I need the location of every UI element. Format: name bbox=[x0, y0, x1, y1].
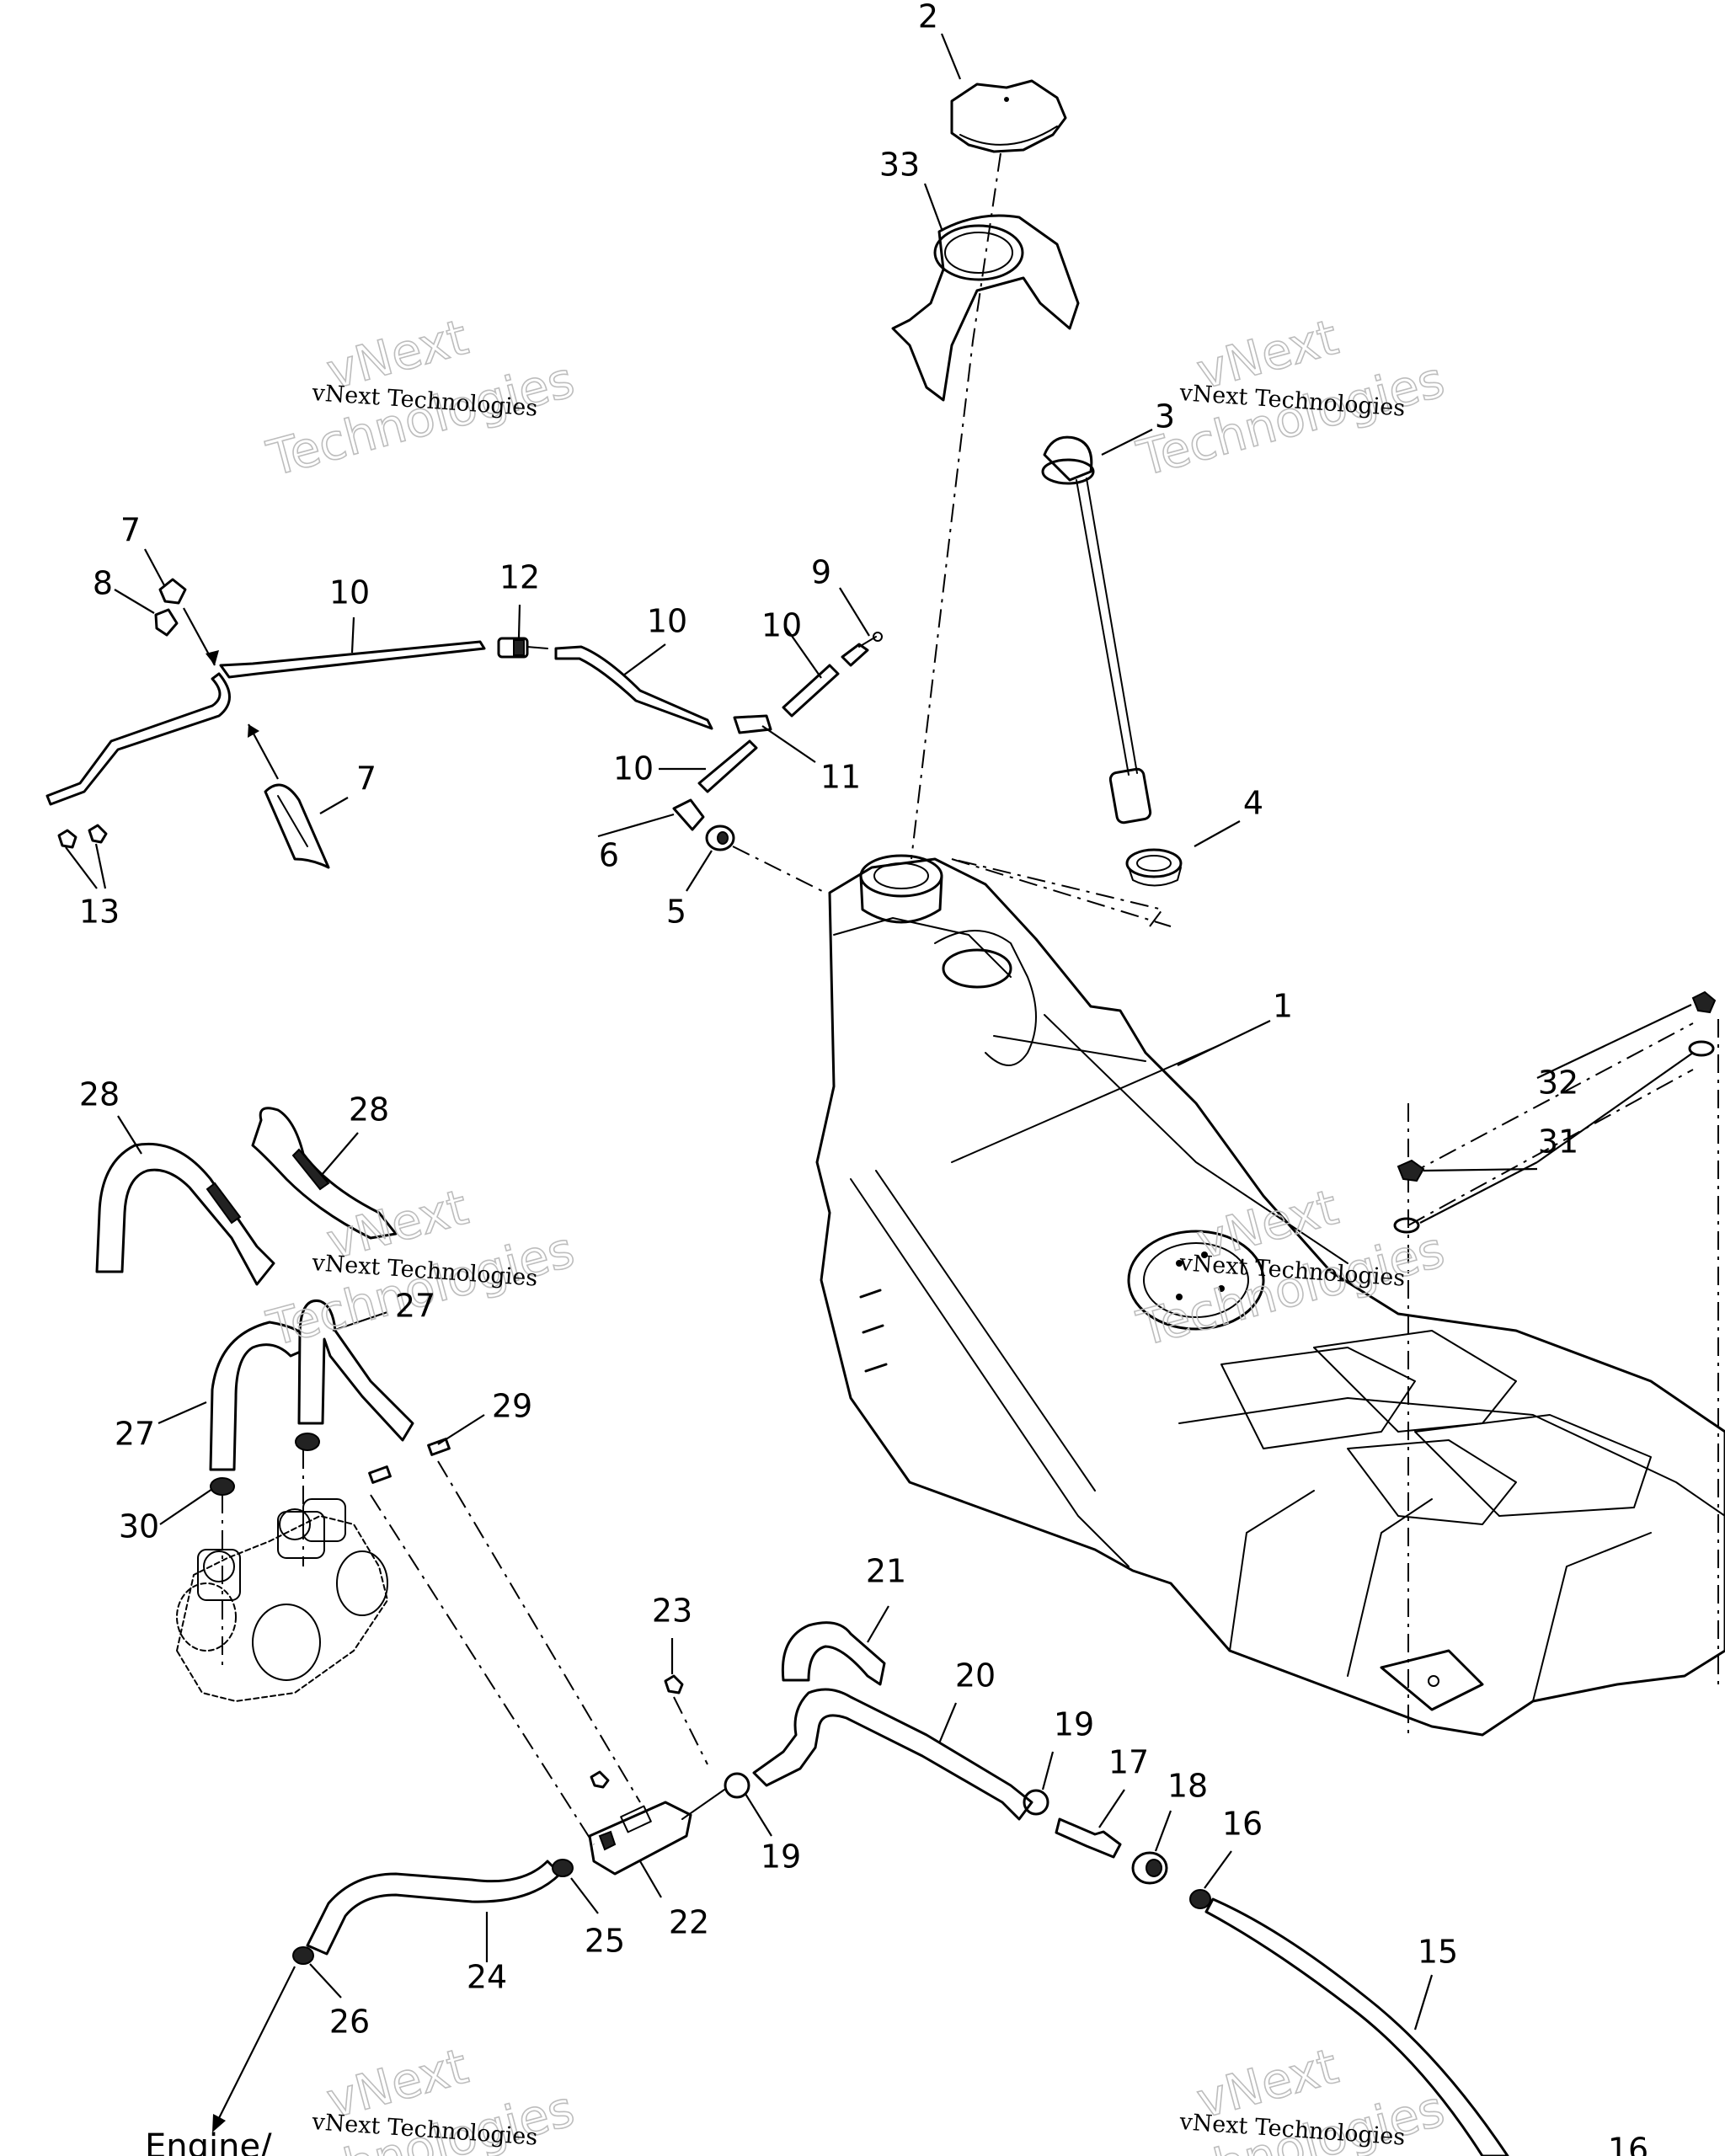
callout-11: 11 bbox=[820, 759, 861, 796]
callout-1: 1 bbox=[1273, 988, 1293, 1025]
callout-16: 16 bbox=[1222, 1806, 1263, 1843]
callout-12: 12 bbox=[499, 559, 540, 596]
callout-10: 10 bbox=[613, 750, 654, 787]
callout-30: 30 bbox=[119, 1508, 159, 1545]
carburetor-assembly bbox=[95, 1107, 414, 1702]
callout-28: 28 bbox=[349, 1091, 389, 1129]
engine-label: Engine/ bbox=[145, 2127, 272, 2156]
callout-22: 22 bbox=[669, 1904, 709, 1941]
callout-3: 3 bbox=[1155, 398, 1175, 435]
grommet bbox=[1125, 820, 1241, 887]
callout-5: 5 bbox=[666, 894, 686, 931]
callout-13: 13 bbox=[79, 894, 120, 931]
fuel-gauge-sender bbox=[1041, 429, 1153, 825]
callout-27: 27 bbox=[115, 1416, 155, 1453]
callout-16-bottom: 16 bbox=[1608, 2132, 1648, 2156]
callout-18: 18 bbox=[1167, 1768, 1208, 1805]
callout-27: 27 bbox=[395, 1288, 435, 1325]
callout-32: 32 bbox=[1538, 1065, 1578, 1102]
callout-6: 6 bbox=[599, 837, 619, 874]
callout-19: 19 bbox=[761, 1838, 801, 1876]
callout-19: 19 bbox=[1054, 1706, 1094, 1743]
callout-33: 33 bbox=[879, 147, 920, 184]
callout-20: 20 bbox=[955, 1657, 996, 1694]
callout-15: 15 bbox=[1418, 1934, 1458, 1971]
callout-29: 29 bbox=[492, 1388, 532, 1425]
callout-28: 28 bbox=[79, 1076, 120, 1113]
fuel-line-assembly bbox=[212, 1621, 1509, 2156]
callout-25: 25 bbox=[585, 1923, 625, 1960]
callout-24: 24 bbox=[467, 1959, 507, 1996]
callout-31: 31 bbox=[1538, 1123, 1578, 1161]
fuel-cap bbox=[950, 79, 1067, 153]
callout-17: 17 bbox=[1108, 1744, 1149, 1781]
callout-2: 2 bbox=[918, 0, 938, 35]
vent-hose-assembly bbox=[45, 578, 883, 869]
callout-10: 10 bbox=[647, 603, 687, 640]
callout-9: 9 bbox=[811, 554, 831, 591]
callout-7: 7 bbox=[120, 512, 141, 549]
callout-26: 26 bbox=[329, 2004, 370, 2041]
callout-23: 23 bbox=[652, 1593, 692, 1630]
callout-10: 10 bbox=[761, 607, 802, 644]
callout-leaders bbox=[65, 33, 1694, 2031]
assembly-guide-lines bbox=[222, 152, 1719, 1845]
callout-labels: 2 33 3 4 1 32 31 7 8 10 12 10 10 9 10 11… bbox=[79, 0, 1648, 2156]
callout-21: 21 bbox=[866, 1553, 906, 1590]
fuel-tank bbox=[815, 854, 1725, 1737]
callout-4: 4 bbox=[1243, 785, 1263, 822]
callout-7: 7 bbox=[356, 760, 377, 798]
callout-8: 8 bbox=[93, 565, 113, 602]
filler-collar bbox=[891, 214, 1080, 402]
callout-10: 10 bbox=[329, 574, 370, 611]
